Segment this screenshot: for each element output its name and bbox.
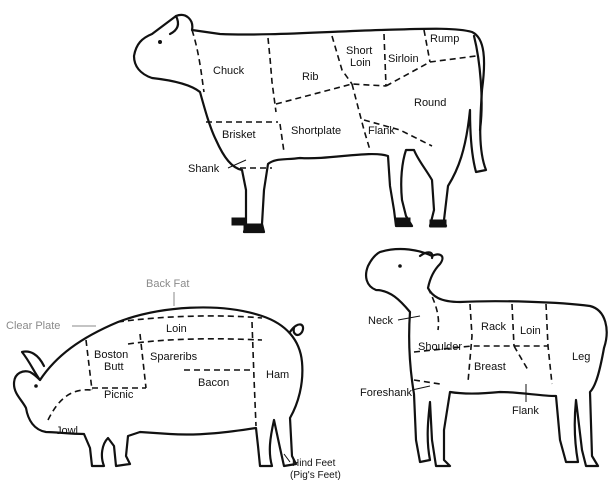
pig-diagram: Back Fat Clear Plate Loin Boston Butt Sp…: [6, 278, 341, 481]
lamb-eye: [398, 264, 402, 268]
cattle-label-brisket: Brisket: [222, 129, 256, 141]
lamb-cut-rack-loin: [512, 304, 514, 346]
cattle-hoof-front-2: [232, 218, 246, 225]
cattle-label-rib: Rib: [302, 71, 319, 83]
pig-label-jowl: Jowl: [56, 425, 78, 437]
cattle-diagram: Chuck Rib Short Loin Sirloin Rump Round …: [134, 15, 486, 232]
pig-leader-hind-feet: [284, 454, 290, 462]
cattle-cut-chuck-rib: [268, 38, 276, 112]
pig-cut-loin-bottom: [128, 339, 262, 344]
pig-cut-loin-top: [118, 316, 262, 322]
pig-tail: [290, 324, 303, 335]
cattle-hoof-rear-2: [396, 218, 410, 225]
cattle-cut-rib-plate: [276, 84, 386, 104]
lamb-label-loin: Loin: [520, 325, 541, 337]
pig-label-ham: Ham: [266, 369, 289, 381]
pig-cut-ham: [252, 322, 256, 426]
cattle-label-shank: Shank: [188, 163, 220, 175]
cattle-hoof-front-1: [244, 224, 262, 232]
cattle-label-chuck: Chuck: [213, 65, 245, 77]
lamb-cut-foreshank: [414, 380, 440, 384]
cattle-cut-loin-sirloin: [384, 34, 386, 86]
lamb-diagram: Neck Shoulder Rack Loin Leg Breast Fores…: [360, 249, 607, 466]
pig-eye: [34, 384, 38, 388]
pig-cut-butt: [86, 340, 92, 390]
lamb-leader-foreshank: [412, 386, 430, 390]
pig-ear: [22, 352, 44, 380]
pig-label-butt: Butt: [104, 361, 124, 373]
lamb-label-foreshank: Foreshank: [360, 387, 412, 399]
pig-label-clear-plate: Clear Plate: [6, 320, 60, 332]
cattle-label-round: Round: [414, 97, 446, 109]
lamb-label-neck: Neck: [368, 315, 394, 327]
lamb-label-breast: Breast: [474, 361, 506, 373]
cattle-cut-plate-flank: [352, 84, 370, 150]
cattle-hoof-rear-1: [430, 220, 446, 227]
lamb-cut-flank: [514, 346, 528, 370]
pig-label-hind-feet-1: Hind Feet: [292, 458, 336, 469]
cattle-eye: [158, 40, 162, 44]
cattle-label-short-loin-2: Loin: [350, 57, 371, 69]
lamb-label-rack: Rack: [481, 321, 507, 333]
cattle-cut-neck: [192, 30, 204, 92]
pig-label-spareribs: Spareribs: [150, 351, 198, 363]
cattle-label-short-loin-1: Short: [346, 45, 372, 57]
cattle-tail: [474, 36, 482, 130]
pig-label-boston: Boston: [94, 349, 128, 361]
pig-label-picnic: Picnic: [104, 389, 134, 401]
pig-label-back-fat: Back Fat: [146, 278, 189, 290]
cattle-outline: [134, 15, 486, 232]
lamb-cut-loin-leg: [546, 304, 552, 384]
pig-label-loin: Loin: [166, 323, 187, 335]
cattle-label-sirloin: Sirloin: [388, 53, 419, 65]
cattle-label-rump: Rump: [430, 33, 459, 45]
pig-label-bacon: Bacon: [198, 377, 229, 389]
cattle-cut-brisket-plate: [280, 124, 284, 152]
cattle-cut-rib-loin: [332, 36, 352, 84]
lamb-label-leg: Leg: [572, 351, 590, 363]
lamb-outline: [366, 249, 607, 466]
cattle-label-flank: Flank: [368, 125, 395, 137]
lamb-label-flank: Flank: [512, 405, 539, 417]
pig-cut-jowl: [48, 390, 92, 420]
lamb-cut-shoulder-rack: [468, 304, 472, 382]
pig-label-hind-feet-2: (Pig's Feet): [290, 470, 341, 481]
cattle-label-shortplate: Shortplate: [291, 125, 341, 137]
lamb-label-shoulder: Shoulder: [418, 341, 462, 353]
